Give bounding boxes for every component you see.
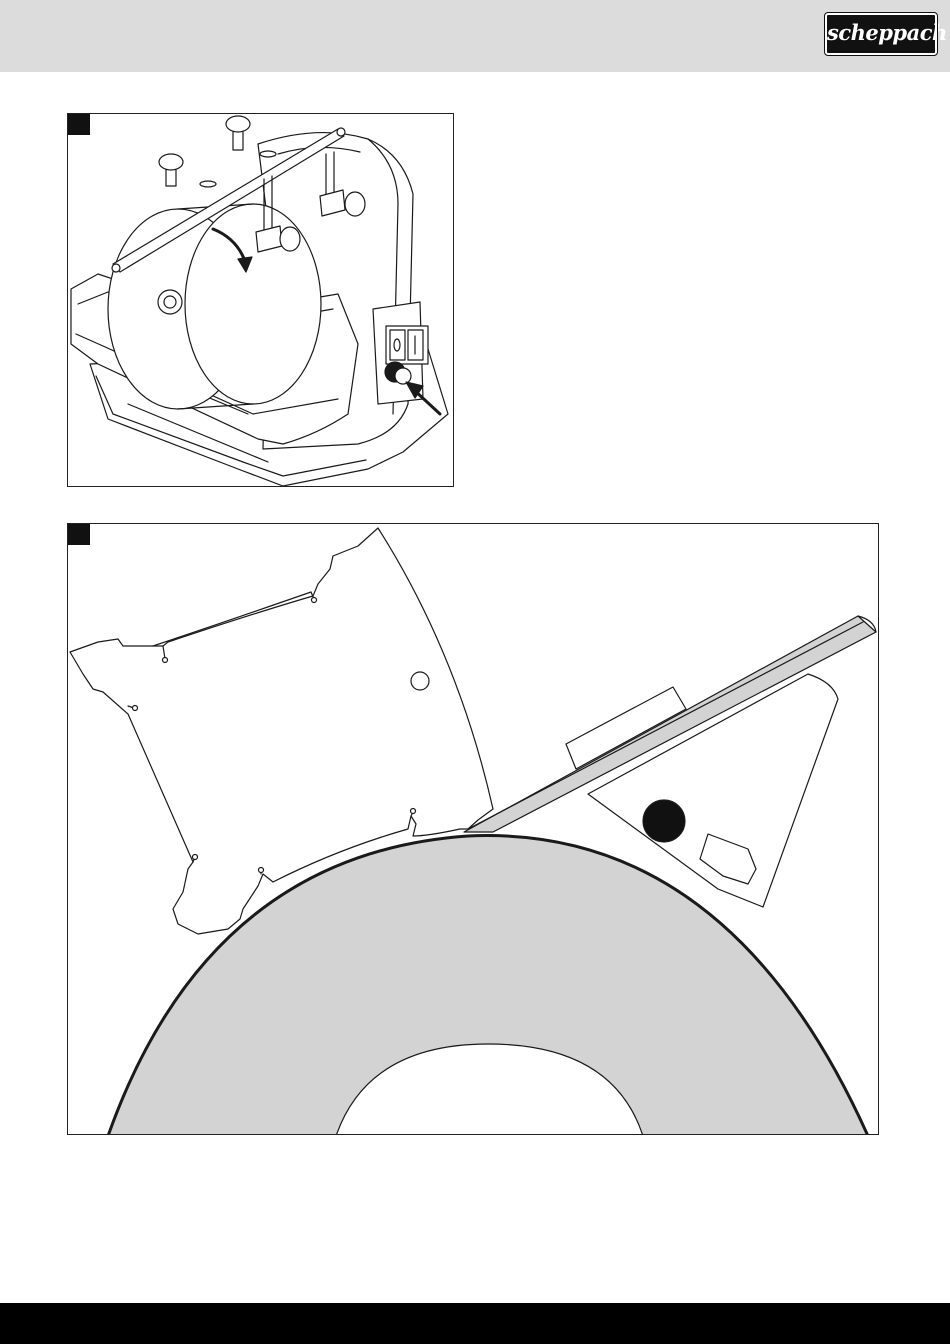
figure-marker-top bbox=[68, 114, 90, 135]
jig-black-dot bbox=[643, 800, 685, 842]
figure-bottom-angle-gauge-illustration bbox=[67, 523, 879, 1135]
gauge-hole bbox=[411, 672, 429, 690]
angle-gauge-drawing bbox=[68, 524, 879, 1135]
figure-marker-bottom bbox=[68, 524, 90, 545]
brand-logo: scheppach bbox=[825, 13, 937, 55]
header-band bbox=[0, 0, 950, 72]
figure-top-machine-illustration bbox=[67, 113, 454, 487]
grinder-machine-drawing bbox=[68, 114, 454, 487]
brand-logo-text: scheppach bbox=[827, 15, 935, 51]
footer-band bbox=[0, 1303, 950, 1344]
